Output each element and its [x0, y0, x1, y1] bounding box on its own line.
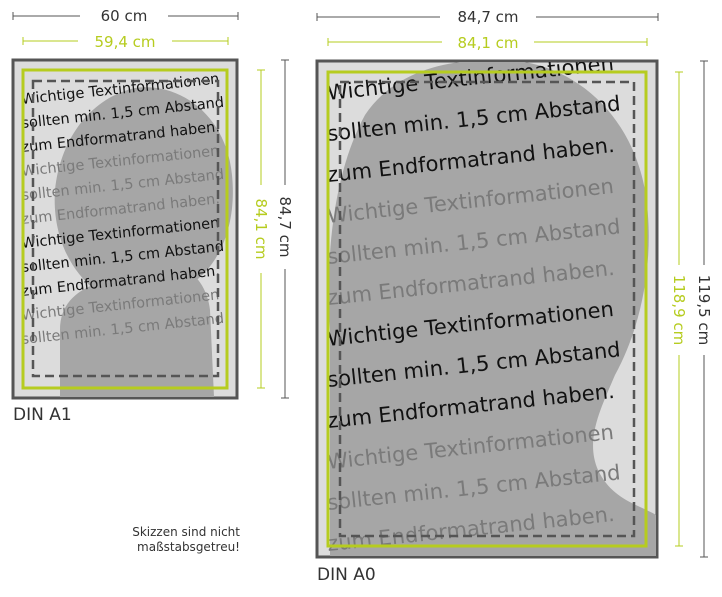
a1-silhouette: [54, 87, 233, 397]
a1-trim-height-label: 84,1 cm: [252, 198, 270, 259]
a0-outer-height-label: 119,5 cm: [695, 275, 713, 346]
scale-note: Skizzen sind nicht maßstabsgetreu!: [90, 525, 240, 555]
a0-silhouette: [328, 62, 656, 556]
scale-note-line2: maßstabsgetreu!: [137, 540, 240, 554]
a0-safe-zone: [338, 80, 636, 538]
a0-trim-line: [326, 70, 648, 548]
a0-outer-width-label: 84,7 cm: [457, 8, 518, 26]
a0-trim-width-label: 84,1 cm: [457, 34, 518, 52]
a1-outer-height-label: 84,7 cm: [276, 196, 294, 257]
a0-trim-height-label: 118,9 cm: [670, 275, 688, 346]
scale-note-line1: Skizzen sind nicht: [132, 525, 240, 539]
a1-safe-zone: [31, 79, 220, 378]
a1-trim-width-label: 59,4 cm: [94, 33, 155, 51]
a0-format-name: DIN A0: [317, 565, 376, 585]
a1-outer-width-label: 60 cm: [101, 7, 148, 25]
a1-format-name: DIN A1: [13, 405, 72, 425]
a1-trim-line: [21, 68, 229, 390]
